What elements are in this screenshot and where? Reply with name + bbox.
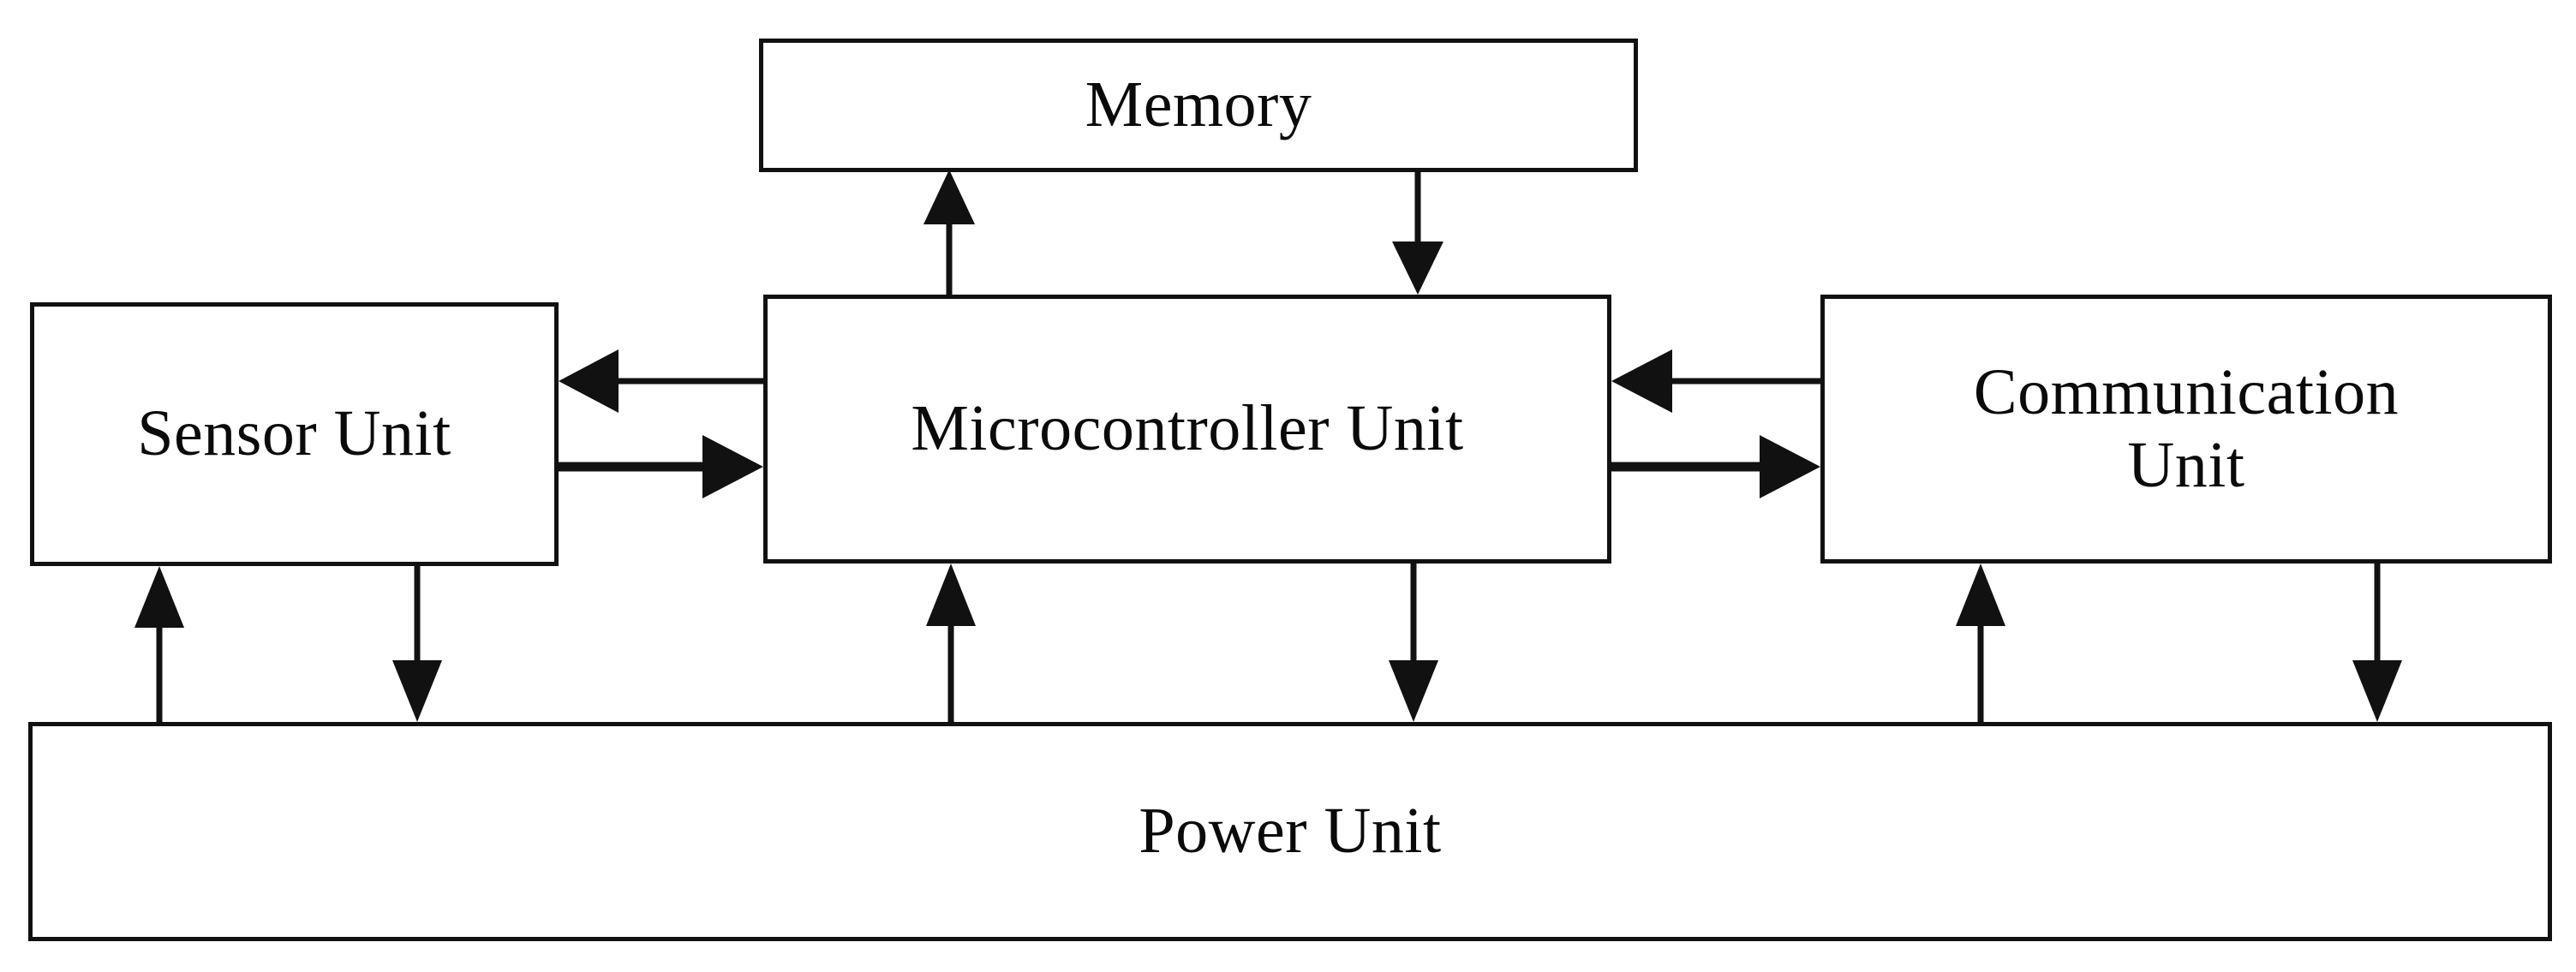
connector-comm-to-power — [2352, 564, 2402, 722]
connector-sensor-to-mcu — [559, 435, 763, 498]
block-sensor-unit[interactable]: Sensor Unit — [30, 302, 559, 566]
connector-power-to-mcu — [926, 564, 976, 722]
connector-comm-to-mcu — [1611, 349, 1820, 413]
connector-sensor-to-power — [392, 566, 442, 722]
connector-mcu-to-comm — [1611, 435, 1820, 498]
block-microcontroller-unit[interactable]: Microcontroller Unit — [763, 295, 1611, 564]
connector-power-to-comm — [1956, 564, 2005, 722]
block-power-unit[interactable]: Power Unit — [28, 722, 2552, 941]
block-sensor-unit-label: Sensor Unit — [137, 397, 451, 470]
connector-memory-to-mcu — [1392, 172, 1443, 295]
block-memory-label: Memory — [1085, 69, 1312, 141]
block-power-unit-label: Power Unit — [1139, 795, 1442, 868]
connector-power-to-sensor — [134, 566, 184, 722]
connector-mcu-to-sensor — [559, 349, 763, 413]
block-microcontroller-unit-label: Microcontroller Unit — [911, 392, 1464, 465]
connector-mcu-to-memory — [923, 170, 975, 295]
block-memory[interactable]: Memory — [759, 39, 1638, 172]
block-communication-unit-label: Communication Unit — [1973, 355, 2400, 501]
block-communication-unit[interactable]: Communication Unit — [1820, 295, 2552, 564]
connector-mcu-to-power — [1389, 564, 1438, 722]
